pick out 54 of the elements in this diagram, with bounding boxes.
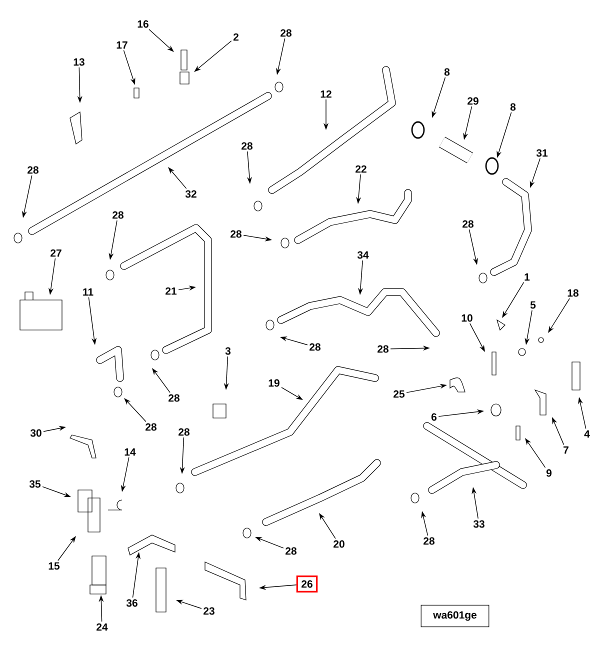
leader-line [194, 40, 232, 72]
callout-number: 3 [225, 347, 231, 355]
callout-number: 28 [462, 220, 474, 228]
callout-number: 28 [230, 230, 242, 238]
callout-number: 28 [112, 211, 124, 219]
callout-number: 5 [530, 301, 536, 309]
callout-number: 1 [524, 273, 530, 281]
callout-number: 21 [166, 287, 177, 295]
drawing-code-box: wa601ge [420, 604, 490, 628]
callout-number: 6 [431, 413, 437, 421]
callout-number: 11 [83, 288, 94, 296]
callout-number: 20 [334, 540, 344, 548]
highlight-box: 26 [296, 576, 318, 593]
callout-number: 16 [138, 20, 148, 28]
callout-number: 17 [116, 41, 128, 49]
callout-number: 22 [356, 165, 366, 173]
callout-number: 29 [468, 97, 478, 105]
callout-number: 28 [378, 345, 388, 353]
callout-number: 13 [74, 58, 84, 66]
callout-number: 25 [394, 390, 405, 398]
callout-number: 28 [424, 537, 434, 545]
callout-number: 28 [280, 29, 292, 37]
callout-number: 33 [473, 520, 484, 528]
callout-number: 9 [546, 469, 552, 477]
callout-number: 31 [536, 149, 548, 157]
callout-number: 19 [268, 379, 280, 387]
callout-number: 27 [50, 249, 62, 257]
callout-number: 28 [286, 547, 296, 555]
callout-number: 32 [185, 190, 196, 198]
callout-number: 28 [242, 142, 252, 150]
callout-number: 35 [29, 480, 41, 488]
callout-number: 28 [310, 343, 320, 351]
callout-number: 28 [178, 428, 190, 436]
callout-number: 14 [124, 448, 136, 456]
leader-line [148, 29, 174, 52]
callout-number: 4 [584, 430, 590, 438]
callout-number: 30 [30, 429, 42, 437]
leader-line [168, 167, 187, 189]
callout-number: 34 [357, 251, 369, 259]
callout-number: 18 [568, 289, 578, 297]
callout-number: 10 [462, 314, 472, 322]
callout-number: 28 [146, 423, 156, 431]
callout-number: 15 [48, 562, 60, 570]
callout-number: 28 [28, 166, 38, 174]
callout-number: 8 [510, 103, 516, 111]
callout-number: 7 [564, 446, 568, 454]
callout-number: 24 [96, 623, 108, 631]
leader-line [124, 398, 146, 422]
callout-number: 36 [126, 599, 138, 607]
callout-number: 28 [168, 394, 180, 402]
callout-number: 12 [320, 90, 332, 98]
callout-number: 23 [204, 607, 214, 615]
callout-number: 2 [233, 33, 238, 41]
callout-number: 8 [444, 68, 450, 76]
